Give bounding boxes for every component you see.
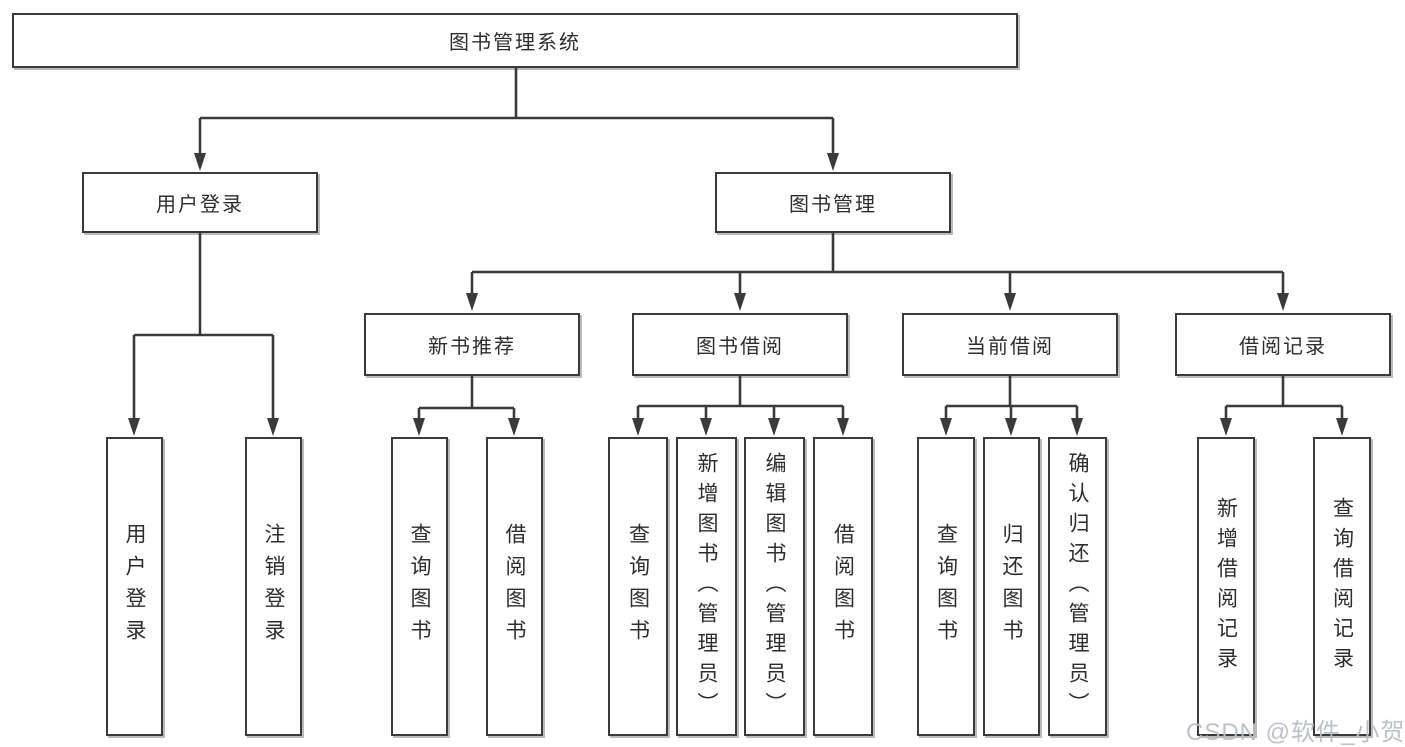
- leaf-bb-query-books: 查询图书: [608, 437, 668, 736]
- node-book-borrow-label: 图书借阅: [696, 336, 784, 358]
- node-book-borrow: 图书借阅: [632, 313, 848, 376]
- leaf-bb-add-books-admin: 新增图书（管理员）: [676, 437, 737, 736]
- node-user-login: 用户登录: [82, 172, 318, 233]
- node-new-book-recommend-label: 新书推荐: [428, 336, 516, 358]
- node-root: 图书管理系统: [12, 13, 1018, 68]
- leaf-bb-edit-books-admin: 编辑图书（管理员）: [744, 437, 805, 736]
- node-current-borrow: 当前借阅: [902, 313, 1118, 376]
- leaf-cb-return-books: 归还图书: [983, 437, 1040, 736]
- node-root-label: 图书管理系统: [449, 32, 581, 54]
- leaf-user-login: 用户登录: [106, 437, 163, 736]
- node-new-book-recommend: 新书推荐: [364, 313, 580, 376]
- arrowheads: [128, 153, 1348, 436]
- leaf-cb-query-books: 查询图书: [917, 437, 975, 736]
- watermark: CSDN @软件_小贺同学: [1186, 719, 1405, 746]
- node-borrow-records-label: 借阅记录: [1239, 336, 1327, 358]
- leaf-br-add-record: 新增借阅记录: [1197, 437, 1255, 736]
- node-current-borrow-label: 当前借阅: [966, 336, 1054, 358]
- node-borrow-records: 借阅记录: [1175, 313, 1391, 376]
- leaf-nb-borrow-books: 借阅图书: [486, 437, 543, 736]
- node-book-management-label: 图书管理: [789, 194, 877, 216]
- node-user-login-label: 用户登录: [156, 194, 244, 216]
- leaf-br-query-record: 查询借阅记录: [1313, 437, 1371, 736]
- leaf-nb-query-books: 查询图书: [391, 437, 448, 736]
- leaf-cb-confirm-return-admin: 确认归还（管理员）: [1048, 437, 1107, 736]
- node-book-management: 图书管理: [715, 172, 951, 233]
- leaf-bb-borrow-books: 借阅图书: [813, 437, 873, 736]
- leaf-logout: 注销登录: [245, 437, 302, 736]
